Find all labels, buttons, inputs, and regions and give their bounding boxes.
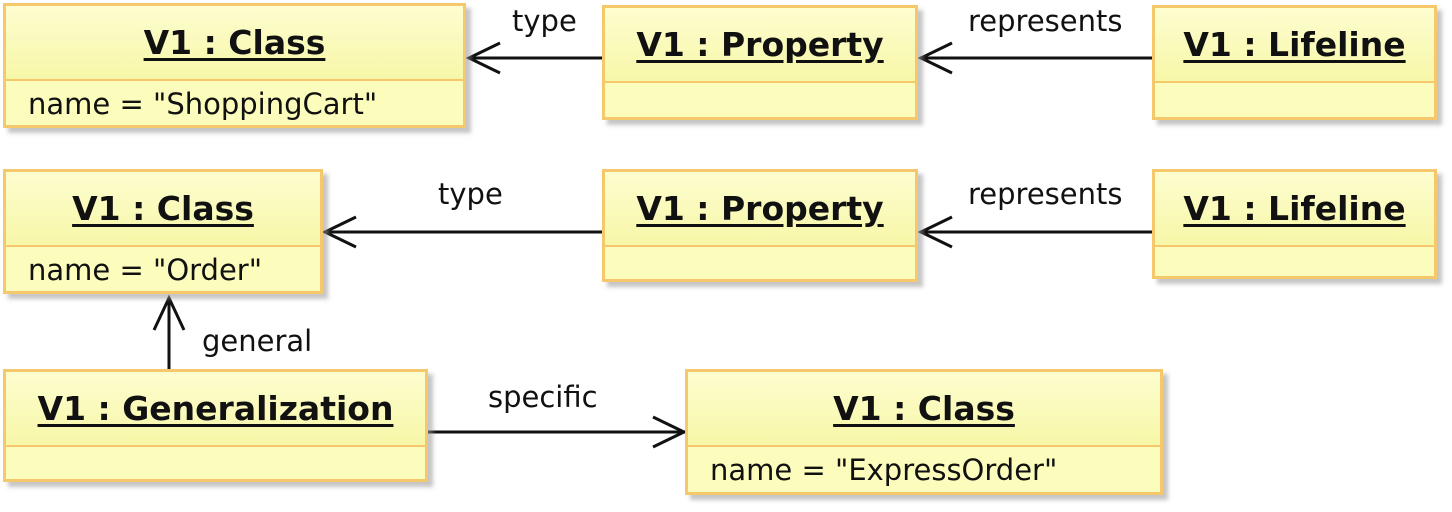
class-shopping-cart-box[interactable]: V1 : Class name = "ShoppingCart" <box>3 3 466 128</box>
property-box-2[interactable]: V1 : Property <box>602 169 918 282</box>
general-label: general <box>202 324 313 358</box>
specific-label: specific <box>488 380 598 414</box>
class-express-order-attribute: name = "ExpressOrder" <box>710 453 1058 487</box>
generalization-title: V1 : Generalization <box>6 372 425 447</box>
class-order-title: V1 : Class <box>6 172 320 247</box>
general-arrowhead <box>152 294 186 331</box>
class-shopping-cart-attribute: name = "ShoppingCart" <box>28 87 378 121</box>
lifeline-title-2: V1 : Lifeline <box>1155 172 1434 247</box>
type-arrowhead-1 <box>465 41 501 75</box>
represents-arrowhead-1 <box>917 41 953 75</box>
type-label-2: type <box>438 177 503 211</box>
specific-arrowhead <box>652 415 688 449</box>
class-shopping-cart-title: V1 : Class <box>6 6 463 81</box>
property-box-1[interactable]: V1 : Property <box>602 5 918 120</box>
lifeline-title-1: V1 : Lifeline <box>1155 8 1434 83</box>
class-express-order-title: V1 : Class <box>688 372 1160 447</box>
represents-arrowhead-2 <box>917 215 953 249</box>
generalization-attribute <box>6 447 425 453</box>
generalization-box[interactable]: V1 : Generalization <box>3 369 428 482</box>
type-label-1: type <box>512 4 577 38</box>
property-attribute-1 <box>605 83 915 89</box>
class-order-box[interactable]: V1 : Class name = "Order" <box>3 169 323 294</box>
type-arrowhead-2 <box>321 215 357 249</box>
class-express-order-box[interactable]: V1 : Class name = "ExpressOrder" <box>685 369 1163 495</box>
lifeline-attribute-1 <box>1155 83 1434 89</box>
represents-label-1: represents <box>968 4 1123 38</box>
class-order-attribute: name = "Order" <box>28 253 263 287</box>
property-title-1: V1 : Property <box>605 8 915 83</box>
lifeline-attribute-2 <box>1155 247 1434 253</box>
property-attribute-2 <box>605 247 915 253</box>
represents-label-2: represents <box>968 177 1123 211</box>
lifeline-box-1[interactable]: V1 : Lifeline <box>1152 5 1437 120</box>
property-title-2: V1 : Property <box>605 172 915 247</box>
lifeline-box-2[interactable]: V1 : Lifeline <box>1152 169 1437 279</box>
